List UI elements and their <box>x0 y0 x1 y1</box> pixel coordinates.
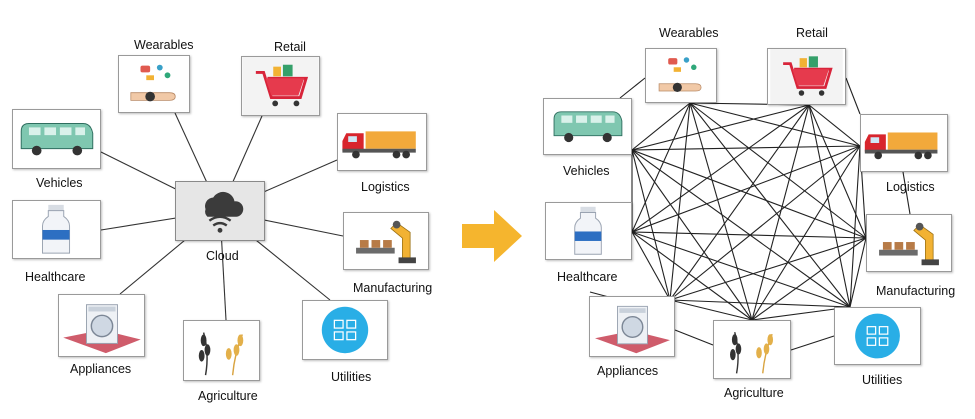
washing-machine-icon <box>595 305 670 354</box>
robot-arm-icon <box>356 220 416 264</box>
wearables-label: Wearables <box>659 26 719 40</box>
arrow-right-icon <box>462 210 522 262</box>
van-icon <box>20 123 94 156</box>
mesh-line <box>669 145 861 301</box>
mesh-line <box>669 299 753 321</box>
mesh-line <box>631 145 861 233</box>
mesh-line <box>669 237 867 301</box>
mesh-line <box>849 145 861 308</box>
healthcare-node <box>12 200 101 259</box>
mesh-line <box>808 104 851 308</box>
mesh-line <box>751 104 810 321</box>
utilities-node <box>834 307 921 365</box>
manufacturing-node <box>866 214 952 272</box>
mesh-line <box>631 104 810 233</box>
mesh-line <box>849 237 867 308</box>
mesh-line <box>631 149 753 321</box>
retail-node <box>767 48 846 105</box>
mesh-line <box>669 104 810 301</box>
wheat-icon <box>198 332 244 376</box>
wearables-node <box>645 48 717 103</box>
healthcare-node <box>545 202 632 260</box>
mesh-line <box>631 104 810 151</box>
vehicles-node <box>543 98 632 155</box>
wheat-icon <box>730 332 774 374</box>
manufacturing-label: Manufacturing <box>353 281 433 295</box>
cloud-wifi-icon <box>204 191 244 233</box>
mesh-line <box>631 231 867 239</box>
appliances-label: Appliances <box>597 364 659 378</box>
mesh-line <box>689 102 867 239</box>
healthcare-label: Healthcare <box>557 270 618 284</box>
mesh-line <box>669 299 851 308</box>
retail-node <box>241 56 320 116</box>
agriculture-node <box>713 320 791 379</box>
mesh-line <box>631 102 691 233</box>
cloud-label: Cloud <box>206 249 239 263</box>
washing-machine-icon <box>63 304 141 354</box>
ring-line <box>902 171 911 215</box>
mesh-line <box>631 102 691 151</box>
mesh-line <box>631 149 867 239</box>
mesh-line <box>631 149 851 308</box>
utilities-icon <box>321 306 369 354</box>
logistics-label: Logistics <box>361 180 410 194</box>
milk-bottle-icon <box>42 204 71 254</box>
milk-bottle-icon <box>574 206 602 255</box>
manufacturing-label: Manufacturing <box>876 284 956 298</box>
mesh-line <box>631 145 861 151</box>
utilities-label: Utilities <box>862 373 903 387</box>
mesh-line <box>808 104 861 147</box>
van-icon <box>553 111 623 143</box>
utilities-node <box>302 300 388 360</box>
vehicles-label: Vehicles <box>563 164 610 178</box>
mesh-line <box>631 231 671 301</box>
appliances-node <box>589 296 675 357</box>
healthcare-label: Healthcare <box>25 270 86 284</box>
truck-icon <box>342 131 416 159</box>
wearables-label: Wearables <box>134 38 194 52</box>
wearables-node <box>118 55 190 113</box>
retail-label: Retail <box>796 26 828 40</box>
logistics-node <box>860 114 948 172</box>
mesh-line <box>751 237 867 321</box>
mesh-line <box>808 104 867 239</box>
logistics-node <box>337 113 427 171</box>
mesh-line <box>751 306 851 321</box>
retail-label: Retail <box>274 40 306 54</box>
truck-icon <box>864 132 938 160</box>
ring-line <box>845 77 861 115</box>
manufacturing-node <box>343 212 429 270</box>
wearables-icon <box>658 57 702 92</box>
mesh-line <box>689 102 753 321</box>
agriculture-label: Agriculture <box>198 389 258 403</box>
mesh-line <box>751 145 861 321</box>
utilities-label: Utilities <box>331 370 372 384</box>
mesh-line <box>669 102 691 301</box>
logistics-label: Logistics <box>886 180 935 194</box>
ring-line <box>790 335 835 351</box>
appliances-label: Appliances <box>70 362 132 376</box>
cloud-hub-box <box>175 181 265 241</box>
utilities-icon <box>855 313 900 359</box>
agriculture-label: Agriculture <box>724 386 784 400</box>
vehicles-node <box>12 109 101 169</box>
shopping-cart-icon <box>770 49 843 104</box>
ring-line <box>674 329 714 346</box>
appliances-node <box>58 294 145 357</box>
agriculture-node <box>183 320 260 381</box>
robot-arm-icon <box>879 222 939 266</box>
mesh-line <box>689 102 861 147</box>
shopping-cart-icon <box>242 57 319 115</box>
wearables-icon <box>130 64 176 102</box>
mesh-line <box>631 231 753 321</box>
vehicles-label: Vehicles <box>36 176 83 190</box>
ring-line <box>619 77 646 99</box>
mesh-line <box>631 231 851 308</box>
mesh-line <box>689 102 851 308</box>
